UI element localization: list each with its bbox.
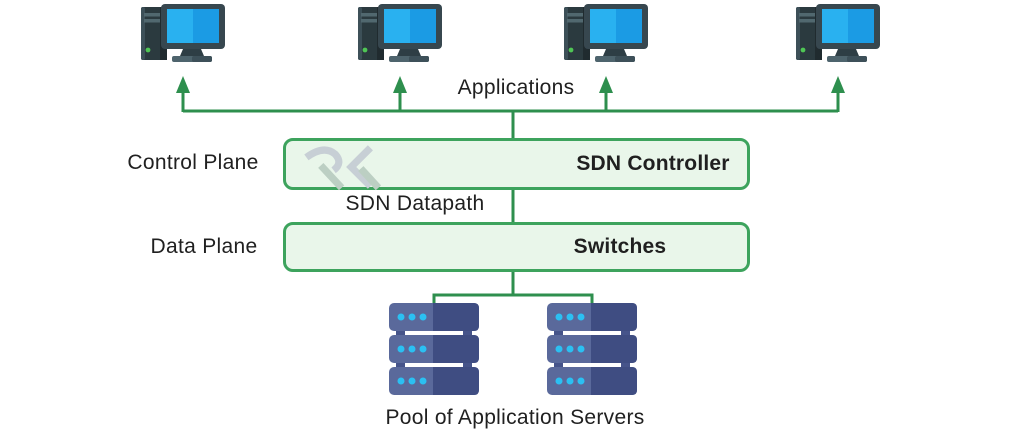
sdn-controller-box: SDN Controller xyxy=(283,138,750,191)
desktop-computer-icon xyxy=(358,4,442,62)
desktop-computer-icon xyxy=(564,4,648,62)
control-plane-label: Control Plane xyxy=(127,151,259,174)
server-rack-icon xyxy=(547,303,637,395)
switches-title: Switches xyxy=(573,235,667,258)
sdn-controller-title: SDN Controller xyxy=(576,152,730,175)
data-plane-label: Data Plane xyxy=(150,235,258,258)
sdn-datapath-label: SDN Datapath xyxy=(345,192,485,215)
pool-of-application-servers-label: Pool of Application Servers xyxy=(385,406,645,429)
applications-label: Applications xyxy=(457,76,575,99)
up-arrow-icon xyxy=(599,76,613,93)
up-arrow-icon xyxy=(393,76,407,93)
up-arrow-icon xyxy=(831,76,845,93)
desktop-computer-icon xyxy=(796,4,880,62)
desktop-computer-icon xyxy=(141,4,225,62)
up-arrow-icon xyxy=(176,76,190,93)
server-fanout-line xyxy=(432,271,594,306)
server-rack-icon xyxy=(389,303,479,395)
rk-logo-watermark xyxy=(304,145,382,191)
switches-box: Switches xyxy=(283,222,750,272)
